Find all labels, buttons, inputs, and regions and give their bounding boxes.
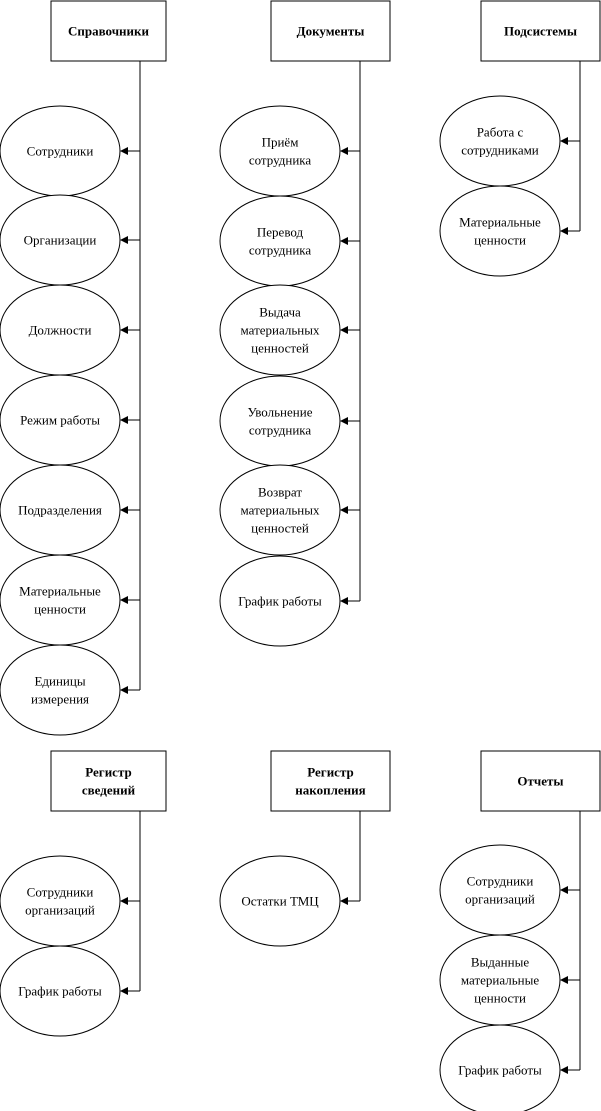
entity-label: Должности: [29, 323, 92, 338]
category-title: Регистр накопления: [295, 765, 365, 798]
entity-ellipse: [0, 855, 121, 947]
entity-label: Остатки ТМЦ: [241, 894, 319, 909]
entity-label-line: Работа с: [477, 125, 524, 140]
category-title-line: сведений: [82, 783, 136, 798]
entity-label-line: Перевод: [257, 225, 304, 240]
category-title-line: Отчеты: [517, 774, 563, 789]
entity-label: Возврат материальных ценностей: [241, 485, 320, 536]
entity-ellipse: [219, 105, 341, 197]
entity-ellipse: [439, 844, 561, 936]
entity-label-line: Выданные: [471, 955, 529, 970]
entity-label-line: График работы: [458, 1063, 542, 1078]
category-box: [50, 750, 167, 812]
entity-label-line: материальные: [461, 973, 539, 988]
entity-label-line: Выдача: [259, 305, 301, 320]
entity-label: Выданные материальные ценности: [461, 955, 539, 1006]
entity-label-line: Режим работы: [20, 413, 100, 428]
category-box: [50, 0, 167, 62]
entity-label-line: ценностей: [251, 341, 309, 356]
entity-label-line: Сотрудники: [467, 874, 534, 889]
entity-label-line: Приём: [262, 135, 299, 150]
entity-ellipse: [439, 1024, 561, 1111]
category-box: [480, 750, 601, 812]
category-title: Отчеты: [517, 774, 563, 789]
entity-label-line: сотрудника: [249, 423, 312, 438]
category-title: Справочники: [68, 24, 150, 39]
entity-label-line: ценностей: [251, 521, 309, 536]
entity-label-line: ценности: [474, 233, 526, 248]
entity-label-line: организаций: [25, 903, 95, 918]
entity-ellipse: [439, 95, 561, 187]
category-title-line: Регистр: [307, 765, 353, 780]
entity-label: Материальные ценности: [19, 584, 101, 617]
entity-label-line: Должности: [29, 323, 92, 338]
category-box: [480, 0, 601, 62]
entity-label-line: Сотрудники: [27, 885, 94, 900]
entity-label-line: сотрудниками: [461, 143, 539, 158]
entity-label-line: Единицы: [34, 674, 85, 689]
category-title-line: Документы: [297, 24, 365, 39]
category-title-line: Справочники: [68, 24, 150, 39]
entity-ellipse: [219, 855, 341, 947]
category-box: [270, 750, 391, 812]
category-title-line: Регистр: [85, 765, 131, 780]
entity-label-line: Материальные: [19, 584, 101, 599]
entity-label-line: Возврат: [258, 485, 302, 500]
entity-label-line: График работы: [18, 984, 102, 999]
entity-label: Приём сотрудника: [249, 135, 312, 168]
entity-label-line: Организации: [24, 233, 97, 248]
entity-label: Сотрудники организаций: [25, 885, 95, 918]
entity-label: Единицы измерения: [31, 674, 89, 707]
entity-label-line: измерения: [31, 692, 89, 707]
entity-label: График работы: [458, 1063, 542, 1078]
entity-label-line: материальных: [241, 323, 320, 338]
entity-label: График работы: [18, 984, 102, 999]
entity-label-line: ценности: [474, 991, 526, 1006]
entity-label-line: сотрудника: [249, 243, 312, 258]
entity-label-line: организаций: [465, 892, 535, 907]
entity-ellipse: [219, 555, 341, 647]
entity-label: Материальные ценности: [459, 215, 541, 248]
entity-label: Организации: [24, 233, 97, 248]
entity-label: Увольнение сотрудника: [248, 405, 313, 438]
entity-ellipse: [0, 554, 121, 646]
entity-label-line: ценности: [34, 602, 86, 617]
entity-ellipse: [219, 195, 341, 287]
entity-label: Работа с сотрудниками: [461, 125, 539, 158]
category-box: [270, 0, 391, 62]
entity-label: Выдача материальных ценностей: [241, 305, 320, 356]
category-title-line: накопления: [295, 783, 365, 798]
entity-label-line: Подразделения: [18, 503, 102, 518]
entity-label: Перевод сотрудника: [249, 225, 312, 258]
entity-ellipse: [0, 945, 121, 1037]
entity-label-line: Увольнение: [248, 405, 313, 420]
group-0: СправочникиСотрудникиОрганизацииДолжност…: [0, 0, 167, 736]
entity-label-line: материальных: [241, 503, 320, 518]
entity-label: График работы: [238, 594, 322, 609]
entity-ellipse: [439, 185, 561, 277]
category-title: Подсистемы: [504, 24, 577, 39]
entity-label-line: Остатки ТМЦ: [241, 894, 319, 909]
entity-label-line: сотрудника: [249, 153, 312, 168]
category-title-line: Подсистемы: [504, 24, 577, 39]
entity-label-line: Материальные: [459, 215, 541, 230]
entity-label: Подразделения: [18, 503, 102, 518]
entity-ellipse: [219, 464, 341, 556]
entity-label: Сотрудники: [27, 144, 94, 159]
entity-ellipse: [219, 284, 341, 376]
category-title: Документы: [297, 24, 365, 39]
category-title: Регистр сведений: [82, 765, 136, 798]
entity-ellipse: [219, 375, 341, 467]
entity-label-line: График работы: [238, 594, 322, 609]
entity-label: Режим работы: [20, 413, 100, 428]
entity-label: Сотрудники организаций: [465, 874, 535, 907]
entity-label-line: Сотрудники: [27, 144, 94, 159]
entity-ellipse: [0, 644, 121, 736]
